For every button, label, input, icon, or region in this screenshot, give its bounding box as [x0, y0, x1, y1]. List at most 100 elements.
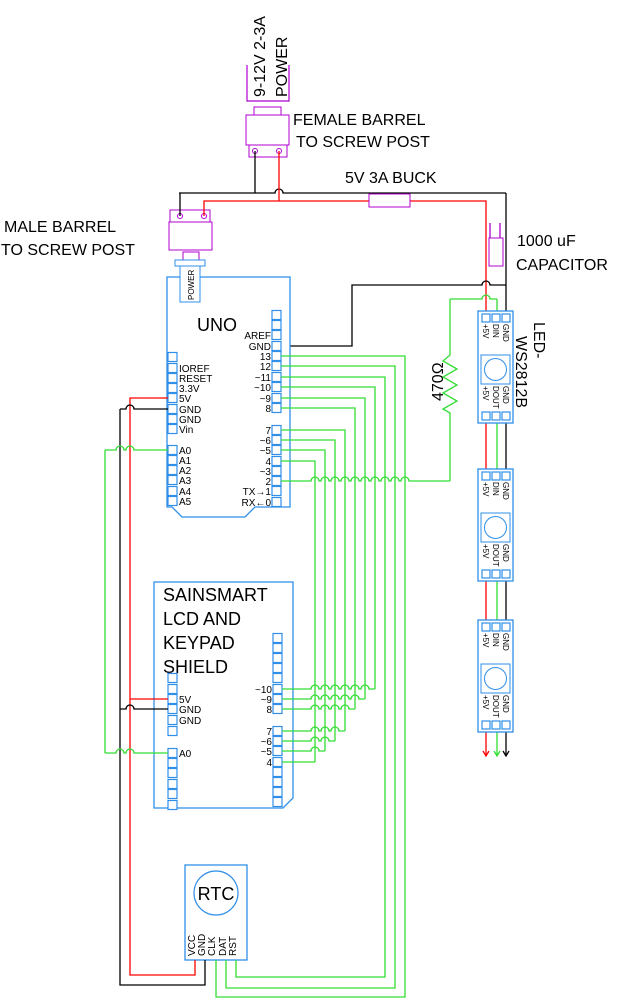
label: POWER	[187, 270, 196, 300]
header-pin	[167, 372, 178, 384]
led-pin-label: GND	[501, 633, 510, 651]
gnd-wire	[120, 404, 168, 410]
pin-label: ~9	[261, 695, 273, 706]
header-pin	[272, 725, 283, 737]
header-pin	[481, 313, 491, 323]
header-pin	[501, 313, 511, 323]
pin-label: GND	[179, 405, 201, 416]
header-pin	[167, 444, 178, 456]
lcd-signal-wire	[282, 736, 335, 742]
pin-label: IOREF	[179, 364, 210, 375]
rtc-pin-label: VCC	[187, 935, 198, 956]
uno-outline	[166, 276, 291, 518]
led-pin-label: +5V	[481, 695, 490, 710]
header-pin	[167, 382, 178, 394]
header-pin	[272, 693, 283, 705]
header-pin	[167, 362, 178, 374]
header-pin	[167, 767, 178, 779]
pin-label: 13	[260, 352, 272, 363]
header-pin	[271, 434, 282, 446]
pin-label: 4	[265, 457, 271, 468]
arrow-down-icon	[482, 750, 490, 758]
pin-label: A5	[179, 497, 192, 508]
header-pin	[271, 329, 282, 341]
header-pin	[481, 411, 491, 421]
a0-wire	[105, 445, 168, 451]
power-jack-cap	[174, 259, 206, 267]
header-pin	[167, 392, 178, 404]
label: 5V 3A BUCK	[345, 170, 437, 187]
pin-label: ~11	[255, 373, 272, 384]
header-pin	[271, 392, 282, 404]
shield-title: SHIELD	[163, 657, 228, 677]
led-pin-label: DIN	[491, 482, 500, 496]
rtc-pin-label: DAT	[218, 937, 229, 956]
pin-label: A0	[179, 446, 192, 457]
header-pin	[167, 351, 178, 363]
resistor-label: 470Ω	[430, 362, 447, 401]
header-pin	[167, 693, 178, 705]
rtc-pin-label: RST	[228, 936, 239, 956]
led-data-wire	[281, 476, 450, 482]
led-label: LED-WS2812B	[512, 322, 547, 408]
pin-label: 8	[265, 404, 271, 415]
pin-label: ~9	[260, 394, 272, 405]
header-pin	[491, 411, 501, 421]
pin-label: 5V	[179, 394, 192, 405]
label: 470Ω	[430, 362, 447, 401]
led-pin-label: GND	[501, 482, 510, 500]
rtc-pin-label: CLK	[207, 936, 218, 956]
lcd-signal-wire	[281, 397, 366, 699]
pin-label: ~3	[260, 467, 272, 478]
header-pin	[167, 757, 178, 769]
resistor-470-ohm	[441, 299, 459, 481]
header-pin	[271, 402, 282, 414]
rtc-chip-icon	[193, 870, 239, 916]
led-pin-label: DIN	[491, 324, 500, 338]
arduino-uno: POWERUNOAREFGND1312~11~10~987~6~54~32TX→…	[166, 259, 291, 518]
header-pin	[501, 471, 511, 481]
pin-label: 3.3V	[179, 384, 200, 395]
pin-label: ~6	[261, 737, 273, 748]
label: 9-12V 2-3A	[252, 16, 269, 97]
header-pin	[271, 444, 282, 456]
gnd-wire	[120, 704, 168, 710]
header-pin	[167, 464, 178, 476]
header-pin	[271, 465, 282, 477]
pin-label: RX←0	[242, 498, 272, 509]
header-pin	[272, 735, 283, 747]
header-pin	[501, 411, 511, 421]
led-pin-label: GND	[501, 544, 510, 562]
header-pin	[167, 413, 178, 425]
lcd-signal-wire	[281, 386, 376, 689]
header-pin	[271, 424, 282, 436]
header-pin	[501, 622, 511, 632]
header-pin	[167, 714, 178, 726]
pin-label: GND	[249, 342, 271, 353]
header-pin	[501, 720, 511, 730]
led-icon	[484, 358, 507, 381]
header-pin	[272, 745, 283, 757]
pin-label: ~5	[261, 747, 273, 758]
label: MALE BARREL	[4, 219, 116, 236]
barrel-body	[245, 114, 290, 146]
pin-label: 4	[266, 758, 272, 769]
a0-wire	[105, 748, 168, 754]
led-pin-label: +5V	[481, 544, 490, 559]
signal-wiring	[104, 294, 510, 998]
header-pin	[491, 313, 501, 323]
pin-label: AREF	[244, 331, 271, 342]
header-pin	[272, 796, 283, 808]
pin-label: GND	[179, 716, 201, 727]
header-pin	[271, 371, 282, 383]
header-pin	[167, 778, 178, 790]
led-pin-label: DOUT	[491, 544, 500, 567]
header-pin	[167, 423, 178, 435]
